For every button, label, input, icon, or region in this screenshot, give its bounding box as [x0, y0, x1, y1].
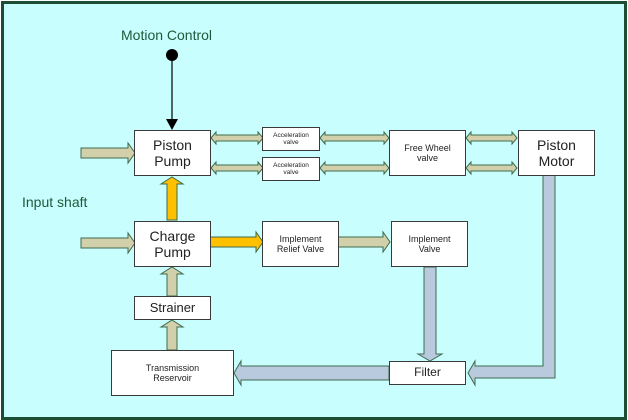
accel-valve-1-line1: Acceleration [273, 131, 309, 139]
double-arrow-pump-accel-1 [210, 130, 264, 146]
motor-to-filter-return [467, 174, 556, 387]
reservoir-line2: Reservoir [153, 373, 192, 383]
implement-relief-valve-box[interactable]: Implement Relief Valve [262, 221, 339, 267]
implement-to-filter-arrow [416, 266, 444, 362]
relief-to-implement-arrow [337, 230, 391, 254]
accel-valve-2-line1: Acceleration [273, 161, 309, 169]
implement-relief-line2: Relief Valve [276, 244, 325, 254]
accel-valve-2-line2: valve [283, 169, 299, 176]
accel-valve-1-line2: valve [283, 139, 299, 146]
piston-motor-line2: Motor [538, 153, 575, 169]
reservoir-line1: Transmission [145, 362, 200, 373]
implement-relief-line1: Implement [279, 233, 322, 244]
motion-control-label: Motion Control [121, 27, 213, 43]
strainer-box[interactable]: Strainer [134, 296, 211, 320]
acceleration-valve-1-box[interactable]: Acceleration valve [262, 127, 320, 151]
strainer-to-charge-arrow [159, 266, 185, 297]
reservoir-to-strainer-arrow [159, 319, 185, 351]
double-arrow-accel-freewheel-2 [319, 160, 390, 176]
implement-valve-box[interactable]: Implement Valve [391, 221, 468, 267]
double-arrow-pump-accel-2 [210, 160, 264, 176]
charge-flow-arrow-up [159, 176, 185, 221]
free-wheel-valve-box[interactable]: Free Wheel valve [389, 130, 466, 176]
charge-pump-line2: Pump [154, 244, 191, 260]
implement-valve-line2: Valve [418, 244, 441, 254]
strainer-label: Strainer [149, 299, 196, 315]
double-arrow-accel-freewheel-1 [319, 130, 390, 146]
free-wheel-line1: Free Wheel [404, 142, 451, 153]
input-shaft-arrow-piston-pump [80, 141, 136, 165]
charge-pump-line1: Charge [149, 227, 196, 244]
input-shaft-arrow-charge-pump [80, 231, 136, 255]
input-shaft-label: Input shaft [22, 194, 88, 210]
free-wheel-line2: valve [416, 153, 438, 163]
transmission-reservoir-box[interactable]: Transmission Reservoir [111, 350, 234, 396]
motion-control-arrowhead [166, 119, 178, 130]
implement-valve-line1: Implement [408, 233, 451, 244]
piston-pump-line1: Piston [153, 136, 192, 153]
charge-pump-box[interactable]: Charge Pump [134, 221, 211, 267]
filter-to-reservoir-arrow [233, 359, 390, 387]
piston-pump-box[interactable]: Piston Pump [134, 130, 211, 176]
piston-motor-line1: Piston [537, 136, 576, 153]
filter-label: Filter [414, 365, 441, 380]
filter-box[interactable]: Filter [389, 361, 466, 385]
double-arrow-freewheel-motor-2 [465, 160, 518, 176]
charge-flow-arrow-right [209, 230, 264, 254]
piston-motor-box[interactable]: Piston Motor [518, 130, 595, 176]
acceleration-valve-2-box[interactable]: Acceleration valve [262, 157, 320, 181]
double-arrow-freewheel-motor-1 [465, 130, 518, 146]
piston-pump-line2: Pump [154, 153, 191, 169]
